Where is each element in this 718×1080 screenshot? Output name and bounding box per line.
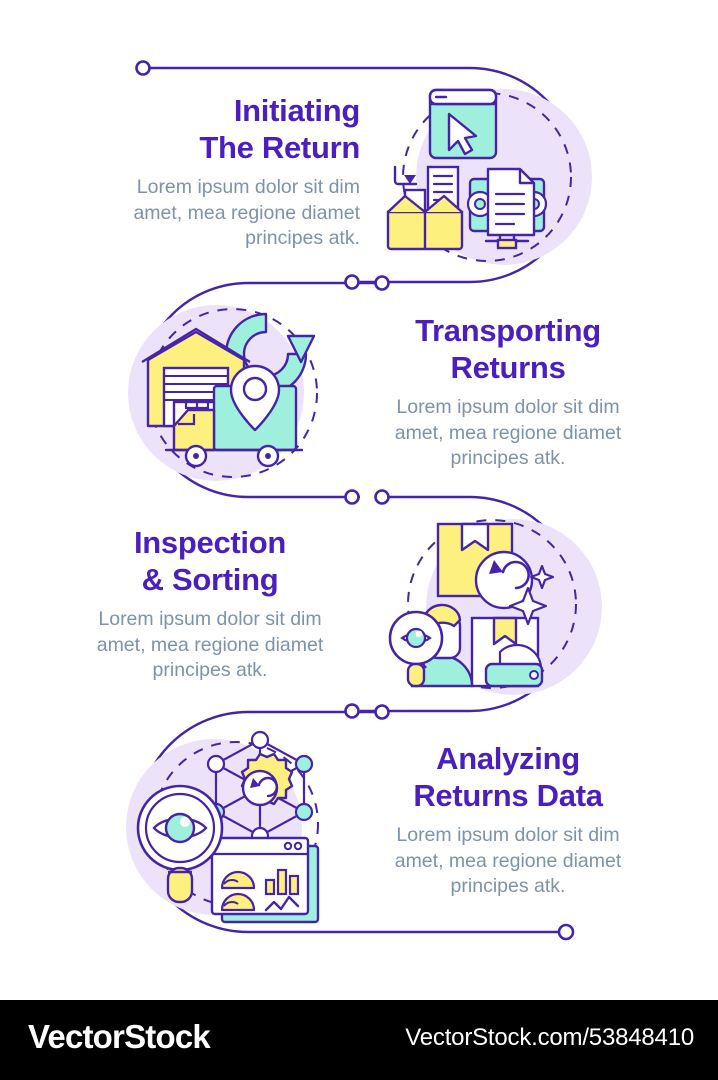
inspector-magnifier-icon — [388, 603, 474, 688]
step-4-body: Lorem ipsum dolor sit dim amet, mea regi… — [394, 824, 622, 897]
flow-node-4-in — [374, 704, 390, 720]
step-4-heading: Analyzing Returns Data — [413, 741, 603, 813]
infographic-canvas: Initiating The Return Lorem ipsum dolor … — [60, 60, 658, 942]
sparkling-box-icon — [470, 564, 555, 688]
flow-node-1-out — [344, 274, 360, 290]
step-2-body: Lorem ipsum dolor sit dim amet, mea regi… — [394, 396, 622, 469]
flow-node-3-out — [344, 703, 360, 719]
magnifier-eye-icon — [136, 784, 224, 904]
flow-node-3-in — [374, 489, 390, 505]
initiating-return-icon — [372, 62, 602, 292]
step-3-body: Lorem ipsum dolor sit dim amet, mea regi… — [96, 608, 324, 681]
flow-node-2-out — [344, 489, 360, 505]
network-gear-return-icon — [206, 730, 314, 846]
step-4-text-block: Analyzing Returns Data Lorem ipsum dolor… — [358, 740, 658, 900]
package-return-arrow-icon — [436, 522, 534, 610]
delivery-truck-location-icon — [164, 364, 304, 468]
transporting-returns-icon — [118, 278, 348, 508]
watermark-footer: VectorStock VectorStock.com/53848410 — [0, 1000, 718, 1080]
step-3-heading: Inspection & Sorting — [133, 525, 286, 597]
step-2-heading: Transporting Returns — [415, 313, 601, 385]
analyzing-returns-data-icon — [118, 712, 348, 942]
browser-window-cursor-icon — [428, 88, 498, 160]
footer-spacer — [0, 990, 718, 1000]
step-1-text-block: Initiating The Return Lorem ipsum dolor … — [60, 92, 360, 252]
open-box-document-icon — [386, 165, 464, 251]
inspection-sorting-icon — [382, 492, 612, 722]
monitor-gear-document-icon — [466, 167, 548, 250]
vectorstock-url: VectorStock.com/53848410 — [405, 1024, 694, 1051]
flow-node-2-in — [374, 275, 390, 291]
flow-connector-graphic — [135, 60, 579, 941]
step-3-text-block: Inspection & Sorting Lorem ipsum dolor s… — [60, 524, 360, 684]
flow-node-end — [557, 923, 575, 941]
flow-node-start — [135, 60, 151, 76]
step-1-body: Lorem ipsum dolor sit dim amet, mea regi… — [133, 176, 360, 249]
step-1-heading: Initiating The Return — [199, 93, 360, 165]
vectorstock-logo: VectorStock — [28, 1018, 211, 1055]
step-2-text-block: Transporting Returns Lorem ipsum dolor s… — [358, 312, 658, 472]
analytics-dashboard-icon — [210, 836, 320, 924]
